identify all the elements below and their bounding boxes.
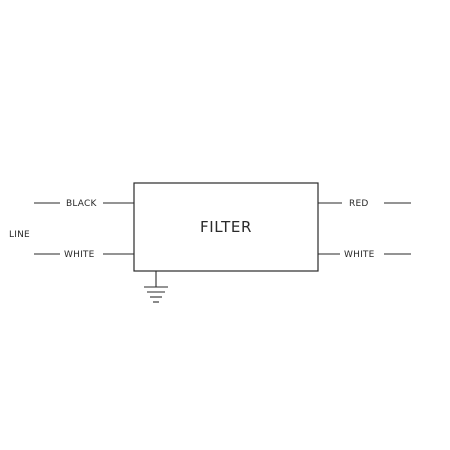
- output-white-label: WHITE: [344, 250, 375, 260]
- input-black-label: BLACK: [66, 199, 97, 209]
- line-label: LINE: [9, 230, 30, 240]
- input-wire-white: WHITE: [34, 250, 134, 260]
- output-red-label: RED: [349, 199, 368, 209]
- input-white-label: WHITE: [64, 250, 95, 260]
- filter-box: [133, 182, 319, 272]
- output-wire-white: WHITE: [318, 250, 411, 260]
- output-wire-red: RED: [318, 199, 411, 209]
- input-wire-black: BLACK: [34, 199, 134, 209]
- filter-label: FILTER: [200, 218, 252, 236]
- ground-icon: [144, 271, 168, 303]
